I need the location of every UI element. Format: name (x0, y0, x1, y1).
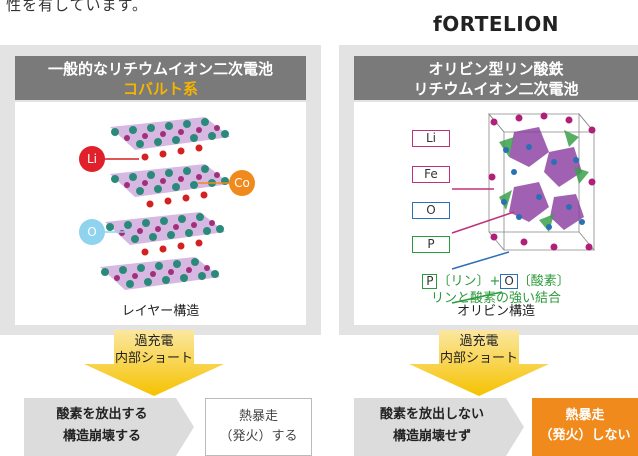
left-step-text: 酸素を放出する 構造崩壊する (24, 404, 180, 448)
left-thermal-runaway-result: 熱暴走 （発火）する (205, 398, 312, 456)
p-label-box: P (412, 236, 450, 253)
left-arrow-label: 過充電 内部ショート (84, 333, 224, 367)
cobalt-battery-panel: 一般的なリチウムイオン二次電池 コバルト系 (0, 45, 321, 335)
co-atom-label: Co (229, 170, 255, 196)
olivine-title-line2: リチウムイオン二次電池 (413, 80, 579, 98)
formula-o-text: 〔酸素〕 (517, 274, 570, 289)
layer-3 (105, 212, 225, 245)
fortelion-logo: fORTELION (433, 12, 559, 36)
li-layer-3 (141, 239, 203, 256)
chevron-step-shape (24, 398, 194, 456)
strong-bond-text: リンと酸素の強い結合 (430, 291, 561, 306)
left-result-line2: （発火）する (219, 429, 298, 444)
layered-structure-card: Li Co O レイヤー構造 (15, 102, 306, 325)
li-atom-label: Li (79, 146, 105, 172)
formula-o-box: O (500, 274, 518, 289)
right-step-text: 酸素を放出しない 構造崩壊せず (354, 404, 510, 448)
down-arrow-icon (84, 330, 224, 396)
right-arrow-line2: 内部ショート (439, 351, 518, 366)
chevron-step-shape (354, 398, 524, 456)
left-step-line2: 構造崩壊する (62, 429, 141, 444)
layer-1 (110, 117, 230, 150)
olivine-structure-caption: オリビン構造 (456, 304, 535, 319)
olivine-structure-card: Li Fe O P P〔リン〕+O〔酸素〕 リンと酸素の強い結合 オリビン構造 (354, 102, 638, 325)
down-arrow-icon (409, 330, 549, 396)
cobalt-battery-title: 一般的なリチウムイオン二次電池 コバルト系 (15, 56, 306, 100)
right-step-line2: 構造崩壊せず (392, 429, 471, 444)
left-overcharge-arrow: 過充電 内部ショート (84, 330, 224, 396)
o-label-box: O (412, 202, 450, 219)
left-arrow-line2: 内部ショート (114, 351, 193, 366)
cobalt-title-line1: 一般的なリチウムイオン二次電池 (47, 60, 273, 78)
cobalt-title-line2: コバルト系 (122, 80, 198, 98)
left-result-line1: 熱暴走 (238, 409, 278, 424)
o-atoms (501, 144, 585, 230)
olivine-battery-title: オリビン型リン酸鉄 リチウムイオン二次電池 (354, 56, 638, 100)
li-layer-1 (141, 144, 203, 161)
fe-atoms (488, 112, 596, 251)
feo6-octahedra (509, 127, 584, 230)
layered-structure-illustration (98, 117, 231, 290)
olivine-structure-illustration (451, 112, 596, 304)
left-step-line1: 酸素を放出する (56, 407, 148, 422)
left-arrow-line1: 過充電 (134, 334, 174, 349)
formula-p-box: P (422, 274, 438, 289)
olivine-battery-panel: オリビン型リン酸鉄 リチウムイオン二次電池 (339, 45, 638, 335)
fe-label-box: Fe (412, 166, 450, 183)
right-result-line1: 熱暴走 (565, 408, 605, 423)
olivine-title-line1: オリビン型リン酸鉄 (428, 60, 564, 78)
right-overcharge-arrow: 過充電 内部ショート (409, 330, 549, 396)
right-arrow-label: 過充電 内部ショート (409, 333, 549, 367)
layer-4 (100, 257, 220, 290)
left-oxygen-release-step: 酸素を放出する 構造崩壊する (24, 398, 194, 456)
right-step-line1: 酸素を放出しない (379, 407, 484, 422)
right-no-oxygen-release-step: 酸素を放出しない 構造崩壊せず (354, 398, 524, 456)
layer-2 (110, 164, 230, 197)
phosphorus-oxygen-formula: P〔リン〕+O〔酸素〕 (354, 270, 638, 289)
li-label-box: Li (412, 130, 450, 147)
right-arrow-line1: 過充電 (459, 334, 499, 349)
layered-structure-caption: レイヤー構造 (121, 304, 200, 319)
intro-text: 性を有しています。 (6, 0, 149, 14)
right-no-thermal-runaway-result: 熱暴走 （発火）しない (532, 398, 638, 456)
right-result-line2: （発火）しない (539, 428, 631, 443)
li-layer-2 (146, 191, 208, 208)
o-atom-label: O (79, 219, 105, 245)
pointer-lines (451, 188, 515, 304)
formula-p-text: 〔リン〕+ (437, 274, 501, 289)
